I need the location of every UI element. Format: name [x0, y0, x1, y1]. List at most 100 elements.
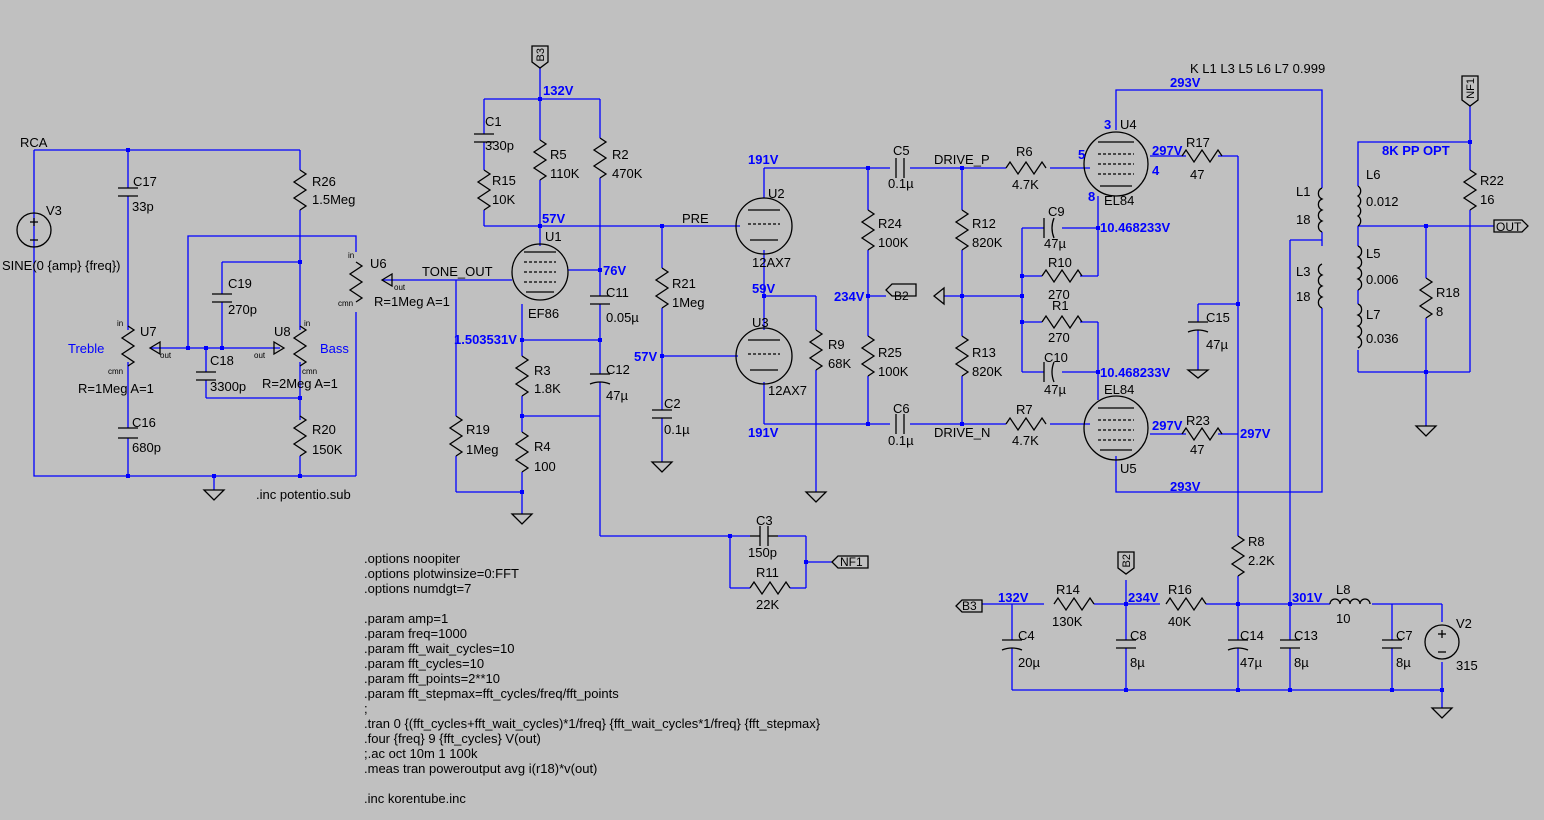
- directive-line: .four {freq} 9 {fft_cycles} V(out): [364, 731, 541, 746]
- voltage-cathode-u4: 10.468233V: [1100, 220, 1170, 235]
- value-r19: 1Meg: [466, 442, 499, 457]
- voltage-59v: 59V: [752, 281, 775, 296]
- voltage-297v-r23: 297V: [1240, 426, 1271, 441]
- component-symbols: [16, 131, 1477, 660]
- ref-u3: U3: [752, 315, 769, 330]
- directive-line: .options noopiter: [364, 551, 461, 566]
- value-r2: 470K: [612, 166, 643, 181]
- voltage-297v-u5: 297V: [1152, 418, 1183, 433]
- value-c15: 47µ: [1206, 337, 1228, 352]
- value-l8: 10: [1336, 611, 1350, 626]
- value-u3: 12AX7: [768, 383, 807, 398]
- value-r25: 100K: [878, 364, 909, 379]
- value-r1: 270: [1048, 330, 1070, 345]
- ref-r24: R24: [878, 216, 902, 231]
- directive-line: .param amp=1: [364, 611, 448, 626]
- ref-c7: C7: [1396, 628, 1413, 643]
- pin-u4-8: 8: [1088, 189, 1095, 204]
- ref-r10: R10: [1048, 255, 1072, 270]
- value-r3: 1.8K: [534, 381, 561, 396]
- ref-u4: U4: [1120, 117, 1137, 132]
- ref-r15: R15: [492, 173, 516, 188]
- flag-b2-mid: B2: [894, 289, 909, 303]
- ref-l7: L7: [1366, 307, 1380, 322]
- ref-r7: R7: [1016, 402, 1033, 417]
- value-v2: 315: [1456, 658, 1478, 673]
- pin-u4-4: 4: [1152, 163, 1160, 178]
- value-l5: 0.006: [1366, 272, 1399, 287]
- value-r26: 1.5Meg: [312, 192, 355, 207]
- ref-c16: C16: [132, 415, 156, 430]
- ref-r13: R13: [972, 345, 996, 360]
- ref-r21: R21: [672, 276, 696, 291]
- ref-c10: C10: [1044, 350, 1068, 365]
- voltage-76v: 76V: [603, 263, 626, 278]
- value-r23: 47: [1190, 442, 1204, 457]
- net-pre: PRE: [682, 211, 709, 226]
- spice-directives: .options noopiter.options plotwinsize=0:…: [364, 551, 821, 806]
- value-c3: 150p: [748, 545, 777, 560]
- flag-nf1-top: NF1: [1465, 78, 1477, 99]
- voltage-57v-grid: 57V: [634, 349, 657, 364]
- value-c2: 0.1µ: [664, 422, 690, 437]
- directive-line: .tran 0 {(fft_cycles+fft_wait_cycles)*1/…: [364, 716, 821, 731]
- ref-u6: U6: [370, 256, 387, 271]
- pin-u7-in: in: [117, 319, 123, 328]
- ref-u5: U5: [1120, 461, 1137, 476]
- ref-l3: L3: [1296, 264, 1310, 279]
- ref-r23: R23: [1186, 413, 1210, 428]
- value-u7: R=1Meg A=1: [78, 381, 154, 396]
- ref-u1: U1: [545, 229, 562, 244]
- ref-c8: C8: [1130, 628, 1147, 643]
- pin-u4-3: 3: [1104, 117, 1111, 132]
- value-r16: 40K: [1168, 614, 1191, 629]
- coupling-directive: K L1 L3 L5 L6 L7 0.999: [1190, 61, 1325, 76]
- pin-u6-cmn: cmn: [338, 299, 353, 308]
- ref-r11: R11: [756, 565, 779, 580]
- ref-r2: R2: [612, 147, 629, 162]
- value-r10: 270: [1048, 287, 1070, 302]
- directive-line: .param fft_wait_cycles=10: [364, 641, 514, 656]
- value-c12: 47µ: [606, 388, 628, 403]
- directive-line: .meas tran poweroutput avg i(r18)*v(out): [364, 761, 597, 776]
- value-c9: 47µ: [1044, 236, 1066, 251]
- value-u6: R=1Meg A=1: [374, 294, 450, 309]
- ref-c15: C15: [1206, 310, 1230, 325]
- flag-out: OUT: [1496, 220, 1522, 234]
- junction-dots: [126, 97, 1472, 692]
- ref-r16: R16: [1168, 582, 1192, 597]
- ref-r25: R25: [878, 345, 902, 360]
- voltage-annotations: 132V 57V 76V 1.503531V 191V 59V 57V 191V…: [454, 75, 1323, 605]
- directive-line: ;.ac oct 10m 1 100k: [364, 746, 478, 761]
- value-r8: 2.2K: [1248, 553, 1275, 568]
- value-c7: 8µ: [1396, 655, 1411, 670]
- ref-c11: C11: [606, 285, 629, 300]
- ground-symbols: [202, 286, 1454, 719]
- ref-r6: R6: [1016, 144, 1033, 159]
- value-l7: 0.036: [1366, 331, 1399, 346]
- value-r22: 16: [1480, 192, 1494, 207]
- voltage-293v-bot: 293V: [1170, 479, 1201, 494]
- value-u5: EL84: [1104, 382, 1134, 397]
- opt-label: 8K PP OPT: [1382, 143, 1450, 158]
- value-r12: 820K: [972, 235, 1003, 250]
- value-c18: 3300p: [210, 379, 246, 394]
- value-l6: 0.012: [1366, 194, 1399, 209]
- value-c6: 0.1µ: [888, 433, 914, 448]
- voltage-132v-b3: 132V: [543, 83, 574, 98]
- ref-c2: C2: [664, 396, 681, 411]
- ref-c3: C3: [756, 513, 773, 528]
- ref-v2: V2: [1456, 616, 1472, 631]
- value-r15: 10K: [492, 192, 515, 207]
- ref-c5: C5: [893, 143, 910, 158]
- value-u8: R=2Meg A=1: [262, 376, 338, 391]
- value-c5: 0.1µ: [888, 176, 914, 191]
- value-v3: SINE(0 {amp} {freq}): [2, 258, 121, 273]
- ref-l6: L6: [1366, 167, 1380, 182]
- ref-c13: C13: [1294, 628, 1318, 643]
- directive-line: .options plotwinsize=0:FFT: [364, 566, 519, 581]
- value-r20: 150K: [312, 442, 343, 457]
- value-c8: 8µ: [1130, 655, 1145, 670]
- value-r24: 100K: [878, 235, 909, 250]
